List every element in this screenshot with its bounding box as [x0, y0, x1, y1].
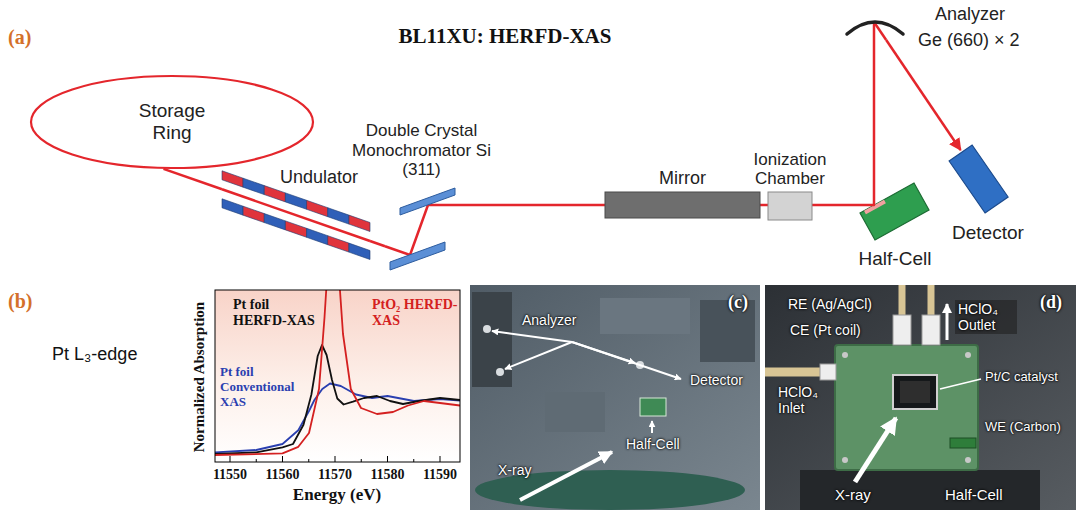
monochromator-shape — [385, 186, 458, 272]
beam-line — [873, 40, 876, 179]
photo-label: Half-Cell — [626, 436, 680, 452]
analyzer-crystal-shape — [845, 14, 905, 40]
tick-label: 11580 — [370, 467, 404, 483]
edge-name: Pt L₃-edge — [52, 344, 137, 365]
storage-ring: Storage Ring — [30, 75, 314, 169]
curve-label: Pt foil HERFD-XAS — [233, 297, 323, 329]
photo-label: HClO₄ Inlet — [778, 384, 828, 416]
node-label: Double Crystal Monochromator Si (311) — [352, 121, 492, 180]
node-label: Undulator — [280, 167, 358, 188]
node-label: Storage Ring — [122, 100, 222, 144]
panel-letter: (c) — [728, 292, 748, 313]
tick-label: 11590 — [423, 467, 457, 483]
beam-line — [760, 204, 768, 207]
ionization-chamber: Ionization Chamber — [768, 192, 812, 220]
photo-label: CE (Pt coil) — [790, 322, 861, 338]
photo-label: Pt/C catalyst — [985, 370, 1058, 385]
node-label: Half-Cell — [840, 248, 950, 270]
analyzer-crystal: AnalyzerGe (660) × 2 — [845, 14, 905, 40]
photo-label: RE (Ag/AgCl) — [788, 296, 872, 312]
tick-label: 11560 — [265, 467, 299, 483]
undulator: Undulator — [222, 165, 370, 262]
beam-line — [886, 40, 960, 150]
ionization-chamber-shape — [768, 192, 812, 220]
tick-label: 11570 — [318, 467, 352, 483]
xas-plot — [215, 262, 460, 462]
curve-label: PtO₂ HERFD-XAS — [372, 297, 458, 329]
beam-line — [458, 204, 605, 207]
mirror-shape — [605, 192, 760, 218]
node-label: Analyzer — [935, 4, 1005, 25]
half-cell: Half-Cell — [850, 179, 940, 243]
beam-line — [164, 169, 223, 189]
photo-label: Analyzer — [522, 312, 576, 328]
tick-label: 11550 — [213, 467, 247, 483]
node-label: Mirror — [605, 168, 760, 189]
panel-letter: (d) — [1040, 292, 1062, 313]
node-label: Detector — [952, 222, 1024, 244]
monochromator: Double Crystal Monochromator Si (311) — [385, 186, 458, 272]
half-cell-photo — [765, 285, 1076, 510]
curve-label: Pt foil Conventional XAS — [220, 364, 302, 409]
photo-label: Half-Cell — [945, 486, 1003, 503]
photo-label: WE (Carbon) — [985, 420, 1061, 435]
beam-line — [370, 241, 385, 246]
node-label: Ge (660) × 2 — [918, 30, 1020, 51]
photo-label: X-ray — [835, 486, 871, 503]
axis-title: Energy (eV) — [293, 485, 381, 505]
beam-line — [812, 204, 850, 207]
panel-letter: (b) — [8, 290, 32, 313]
panel-letter: (a) — [8, 26, 31, 49]
figure-title: BL11XU: HERFD-XAS — [399, 24, 612, 48]
detector: Detector — [948, 150, 1012, 216]
axis-title: Normalized Absorption — [191, 302, 208, 452]
mirror: Mirror — [605, 192, 760, 218]
detector-shape — [948, 150, 1012, 216]
node-label: Ionization Chamber — [740, 150, 840, 189]
half-cell-shape — [850, 179, 940, 243]
photo-label: HClO₄ Outlet — [955, 300, 1017, 334]
beamline-photo — [470, 285, 760, 510]
photo-label: X-ray — [498, 462, 531, 478]
photo-label: Detector — [690, 372, 743, 388]
